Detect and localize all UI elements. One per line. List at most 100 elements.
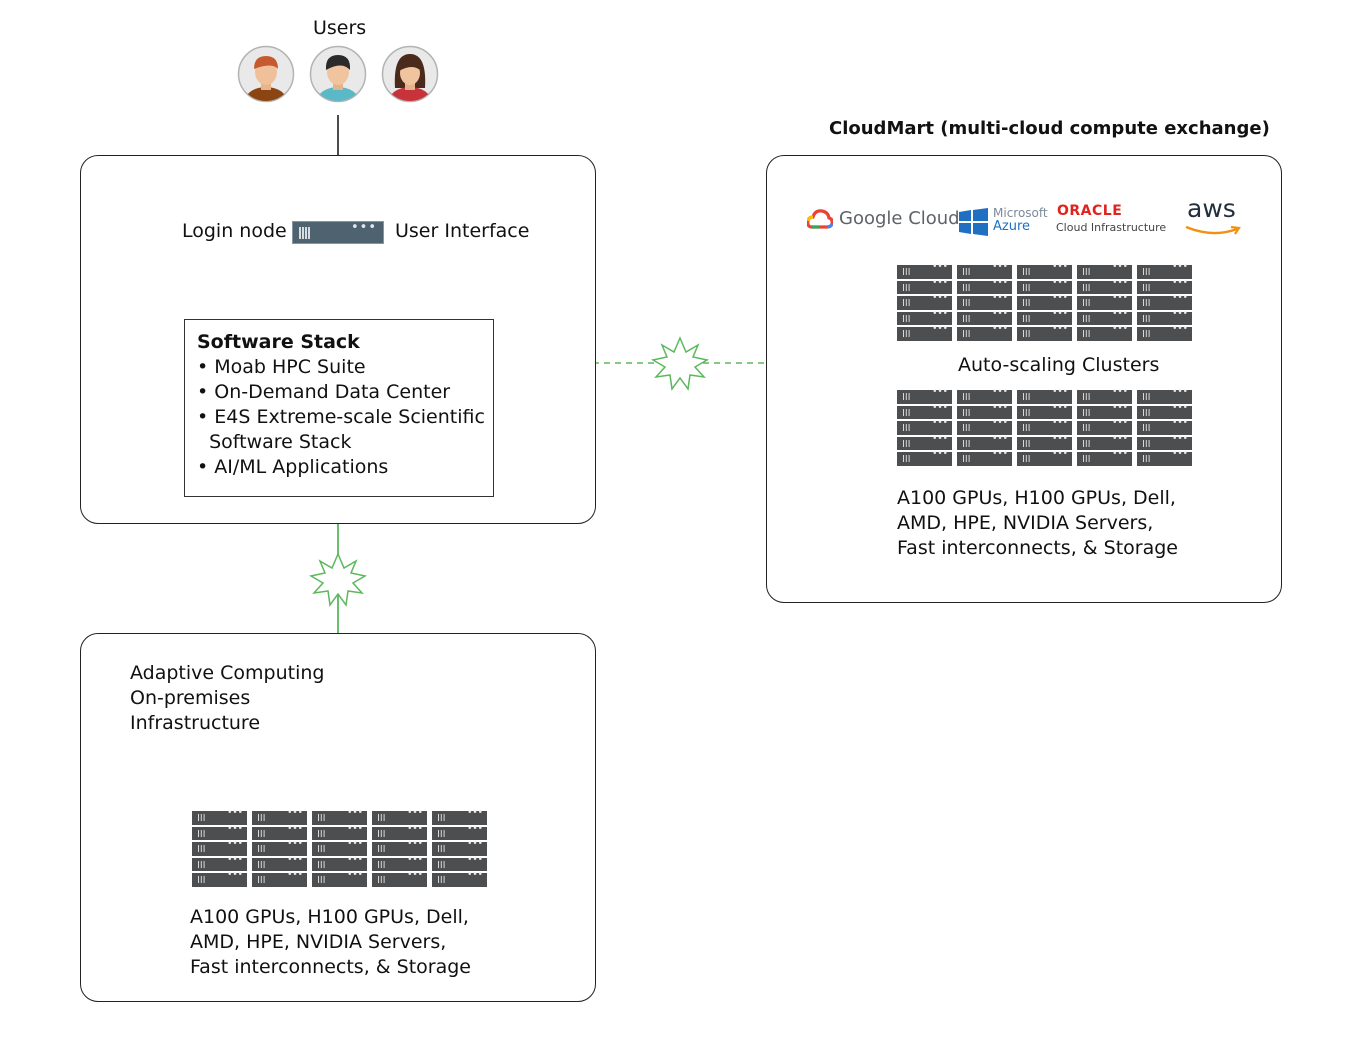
server-unit-icon <box>957 403 1012 419</box>
network-burst-icon <box>308 552 368 607</box>
user-interface-label: User Interface <box>395 220 530 242</box>
server-unit-icon <box>957 324 1012 341</box>
server-unit-icon <box>957 434 1012 450</box>
user-avatar-3-icon <box>381 45 439 103</box>
stack-item: • E4S Extreme-scale Scientific <box>197 406 485 428</box>
server-unit-icon <box>1017 262 1072 279</box>
cloud-hardware-line: A100 GPUs, H100 GPUs, Dell, <box>897 487 1176 509</box>
server-unit-icon <box>897 434 952 450</box>
aws-logo-text: aws <box>1187 194 1236 223</box>
stack-item: • On-Demand Data Center <box>197 381 451 403</box>
user-avatar-1-icon <box>237 45 295 103</box>
server-unit-icon <box>1137 278 1192 294</box>
oracle-logo-subtext: Cloud Infrastructure <box>1056 221 1167 234</box>
server-unit-icon <box>372 824 427 840</box>
server-unit-icon <box>1137 309 1192 325</box>
server-unit-icon <box>1137 293 1192 310</box>
login-node-label: Login node <box>182 220 287 242</box>
server-unit-icon <box>192 808 247 825</box>
onprem-title-line: Infrastructure <box>130 712 261 734</box>
server-unit-icon <box>1077 403 1132 419</box>
server-unit-icon <box>1137 262 1192 279</box>
server-unit-icon <box>1017 278 1072 294</box>
server-unit-icon <box>1137 387 1192 404</box>
aws-smile-icon <box>1185 225 1241 235</box>
server-unit-icon <box>432 824 487 840</box>
onprem-hardware-line: A100 GPUs, H100 GPUs, Dell, <box>190 906 469 928</box>
server-unit-icon <box>252 855 307 871</box>
server-unit-icon <box>897 278 952 294</box>
users-label: Users <box>313 17 367 39</box>
cloud-server-rack-2 <box>897 387 1192 466</box>
onprem-title-line: On-premises <box>130 687 251 709</box>
cloud-hardware-line: AMD, HPE, NVIDIA Servers, <box>897 512 1154 534</box>
server-unit-icon <box>312 839 367 856</box>
server-unit-icon <box>1137 449 1192 466</box>
server-unit-icon <box>1077 324 1132 341</box>
server-unit-icon <box>1137 434 1192 450</box>
server-unit-icon <box>1017 434 1072 450</box>
server-unit-icon <box>1017 449 1072 466</box>
server-unit-icon <box>957 449 1012 466</box>
server-unit-icon <box>897 324 952 341</box>
onprem-hardware-line: Fast interconnects, & Storage <box>190 956 471 978</box>
software-stack-title: Software Stack <box>197 331 360 353</box>
server-unit-icon <box>372 808 427 825</box>
server-unit-icon <box>897 403 952 419</box>
stack-item: • Moab HPC Suite <box>197 356 366 378</box>
server-unit-icon <box>192 824 247 840</box>
server-unit-icon <box>897 293 952 310</box>
azure-logo-icon <box>959 208 988 236</box>
server-unit-icon <box>192 839 247 856</box>
azure-logo-text-top: Microsoft <box>993 206 1048 220</box>
stack-item: Software Stack <box>197 431 352 453</box>
oracle-logo-text: ORACLE <box>1057 203 1123 219</box>
server-unit-icon <box>1017 309 1072 325</box>
server-unit-icon <box>897 262 952 279</box>
cloud-hardware-line: Fast interconnects, & Storage <box>897 537 1178 559</box>
server-unit-icon <box>432 870 487 887</box>
software-stack-box: Software Stack • Moab HPC Suite • On-Dem… <box>184 319 494 497</box>
server-unit-icon <box>1077 278 1132 294</box>
server-unit-icon <box>252 839 307 856</box>
server-unit-icon <box>1137 324 1192 341</box>
server-unit-icon <box>957 293 1012 310</box>
server-unit-icon <box>1077 387 1132 404</box>
server-unit-icon <box>1137 403 1192 419</box>
user-avatars <box>237 45 439 103</box>
server-unit-icon <box>432 855 487 871</box>
server-unit-icon <box>372 870 427 887</box>
google-cloud-logo-icon <box>807 209 833 229</box>
cloud-server-rack-1 <box>897 262 1192 341</box>
onprem-title-line: Adaptive Computing <box>130 662 325 684</box>
server-unit-icon <box>957 262 1012 279</box>
server-unit-icon <box>192 855 247 871</box>
server-unit-icon <box>1017 403 1072 419</box>
server-unit-icon <box>957 418 1012 435</box>
server-unit-icon <box>1077 434 1132 450</box>
stack-item: • AI/ML Applications <box>197 456 389 478</box>
server-unit-icon <box>372 839 427 856</box>
google-cloud-logo-text: Google Cloud <box>839 208 960 229</box>
server-unit-icon <box>1077 293 1132 310</box>
server-unit-icon <box>372 855 427 871</box>
server-unit-icon <box>897 418 952 435</box>
server-unit-icon <box>252 824 307 840</box>
server-unit-icon <box>1077 418 1132 435</box>
azure-logo-text-bottom: Azure <box>993 219 1031 234</box>
server-unit-icon <box>312 870 367 887</box>
onprem-hardware-line: AMD, HPE, NVIDIA Servers, <box>190 931 447 953</box>
server-unit-icon <box>312 855 367 871</box>
server-unit-icon <box>1137 418 1192 435</box>
server-unit-icon <box>432 839 487 856</box>
server-unit-icon <box>897 309 952 325</box>
server-unit-icon <box>897 387 952 404</box>
server-unit-icon <box>957 387 1012 404</box>
server-unit-icon <box>1017 293 1072 310</box>
server-unit-icon <box>252 808 307 825</box>
server-unit-icon <box>1077 309 1132 325</box>
server-unit-icon <box>192 870 247 887</box>
auto-scaling-clusters-label: Auto-scaling Clusters <box>958 354 1160 376</box>
network-burst-icon <box>650 336 710 391</box>
user-avatar-2-icon <box>309 45 367 103</box>
